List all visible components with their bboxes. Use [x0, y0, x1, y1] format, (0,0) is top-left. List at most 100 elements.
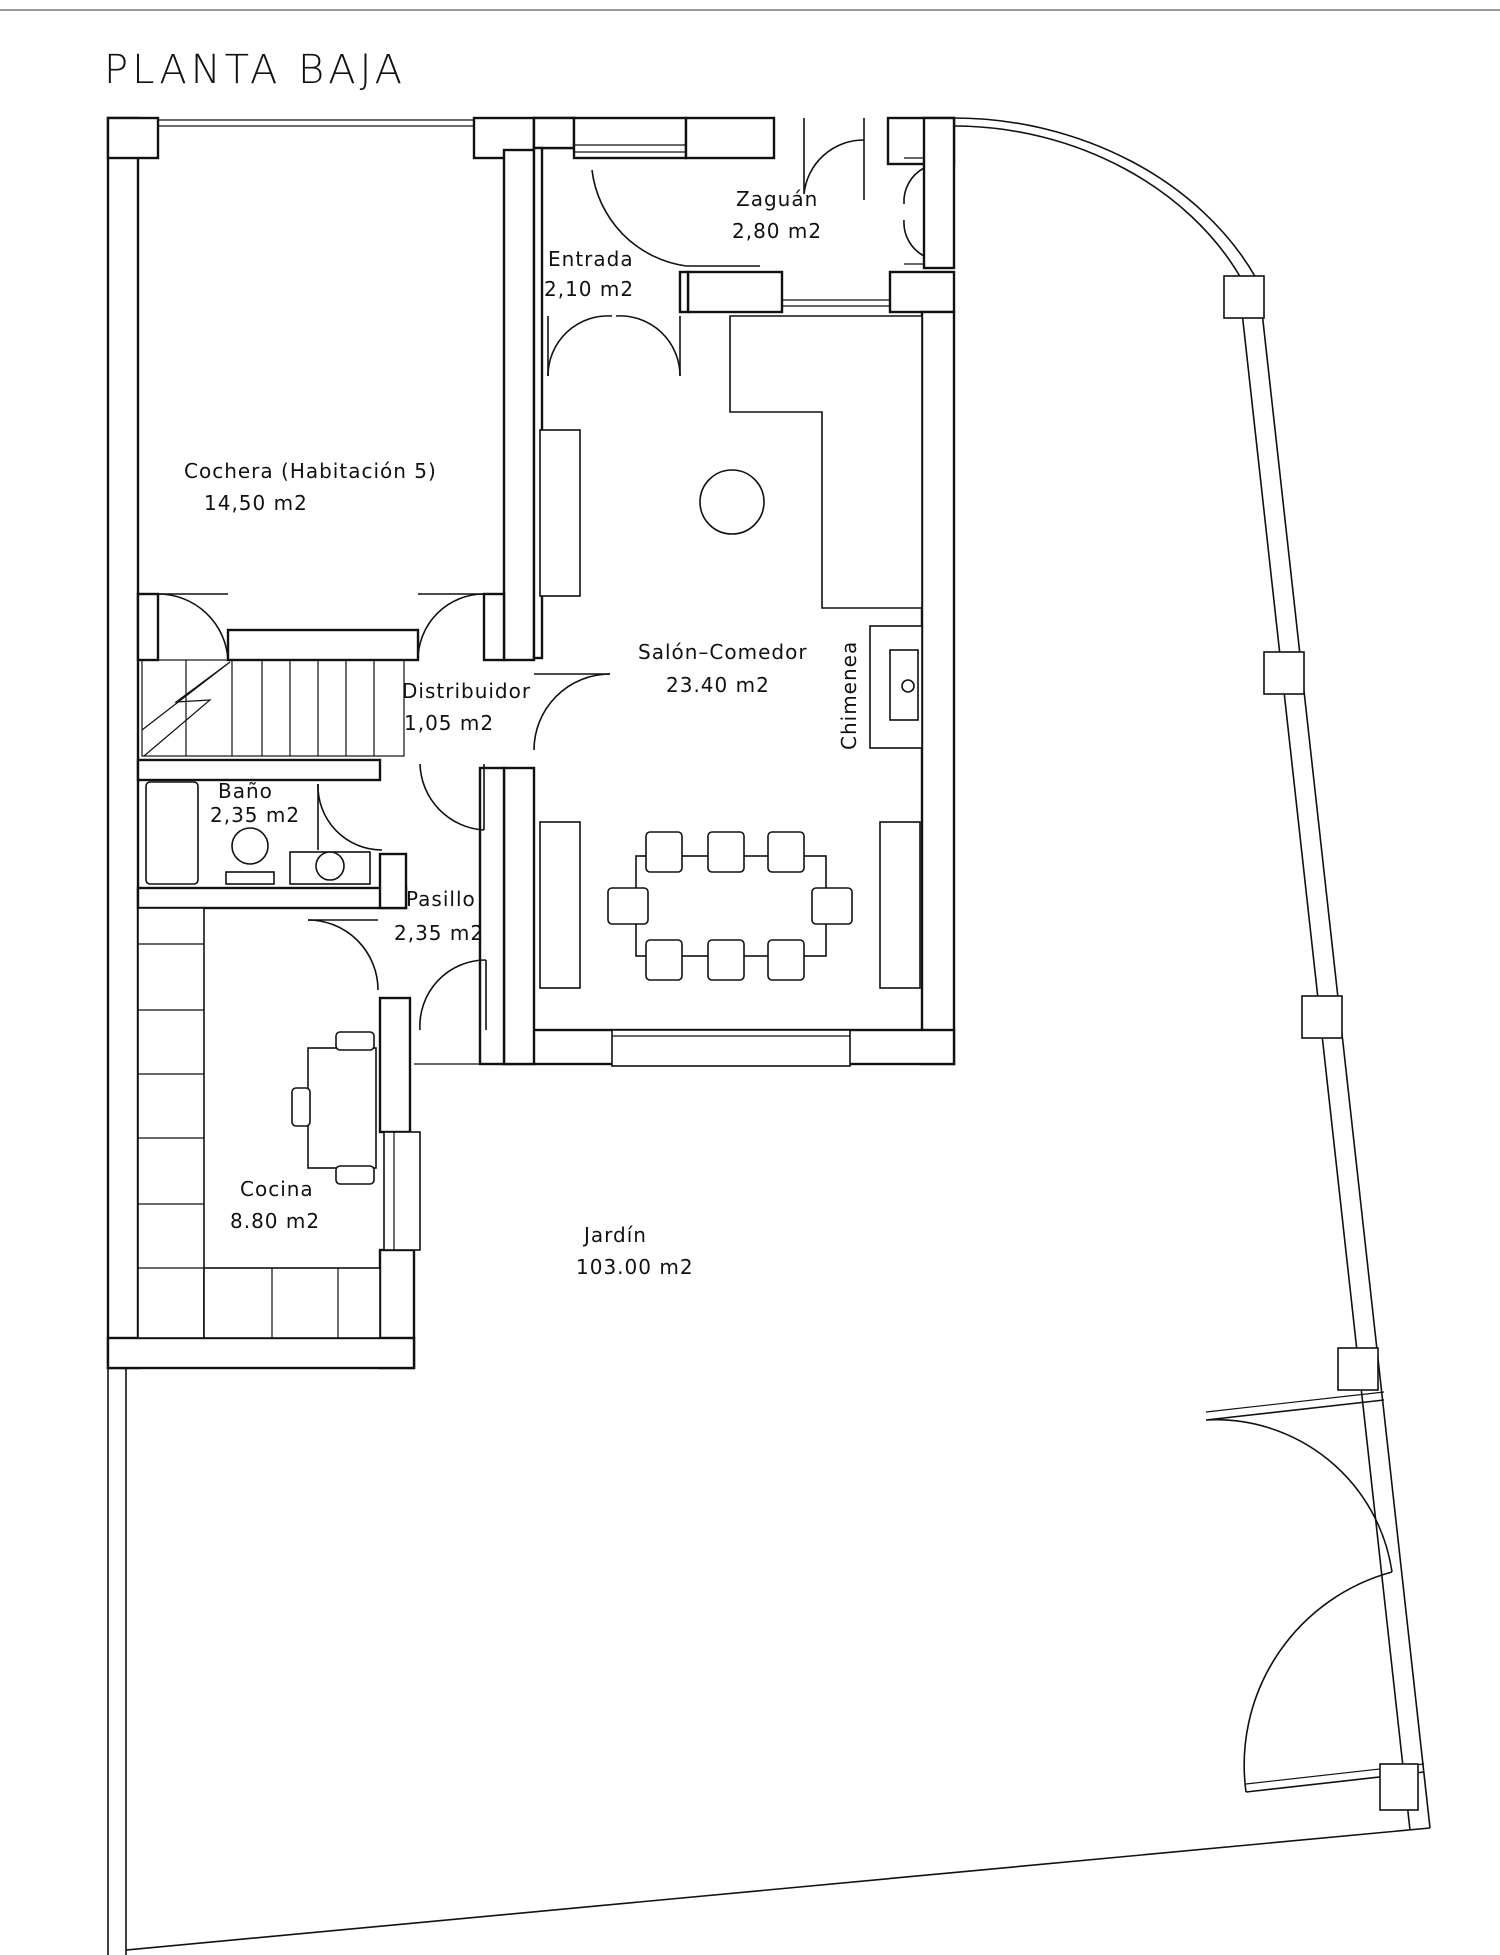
chair — [645, 831, 683, 873]
wall-cochera-right — [502, 148, 536, 662]
room-labels: Zaguán 2,80 m2 Entrada 2,10 m2 Cochera (… — [184, 187, 861, 1279]
chair — [767, 939, 805, 981]
stair-block — [141, 659, 405, 757]
label-zaguan: Zaguán — [736, 187, 818, 211]
garden-right-boundary — [1261, 311, 1431, 1829]
label-jardin: Jardín — [582, 1223, 647, 1247]
chair — [607, 887, 649, 925]
label-bano: Baño — [218, 779, 273, 803]
label-entrada: Entrada — [548, 247, 634, 271]
area-zaguan: 2,80 m2 — [732, 219, 822, 243]
sideboard-left-upper — [539, 429, 581, 597]
area-cochera: 14,50 m2 — [204, 491, 308, 515]
coffee-table — [699, 469, 765, 535]
area-pasillo: 2,35 m2 — [394, 921, 484, 945]
area-cocina: 8.80 m2 — [230, 1209, 320, 1233]
wall-cochera-bottom — [226, 628, 420, 662]
wall-cochera-top — [106, 116, 160, 160]
label-cochera: Cochera (Habitación 5) — [184, 459, 437, 483]
wall-entrada-right — [678, 270, 690, 314]
wall-cochera-bottom-right — [482, 592, 506, 662]
salon-furniture — [539, 315, 923, 989]
wall-top-entrada — [532, 116, 576, 150]
zaguan-side-door-2 — [903, 219, 925, 257]
chair — [811, 887, 853, 925]
kitchen-chair — [291, 1087, 311, 1127]
pasillo-door-garden — [419, 959, 487, 1031]
chair — [645, 939, 683, 981]
sideboard-right-lower — [879, 821, 921, 989]
garden-corner-arc — [953, 117, 1257, 279]
kitchen-counter-left — [137, 907, 205, 1339]
cocina-window — [383, 1131, 421, 1251]
wall-bano-bottom — [136, 886, 408, 910]
cochera-door-left — [157, 593, 229, 661]
wall-top-zaguan — [684, 116, 776, 160]
distribuidor-door — [533, 673, 611, 751]
entrada-double-door — [547, 315, 681, 377]
toilet-tank — [225, 871, 275, 885]
garden-gate-lower — [1243, 1571, 1425, 1793]
pasillo-door-cocina — [307, 919, 379, 991]
kitchen-fixtures — [137, 907, 381, 1339]
wall-zaguan-bottom-right — [888, 270, 956, 314]
wall-zaguan-right — [922, 116, 956, 270]
cochera-door-right — [417, 593, 485, 661]
wall-cochera-bottom-left — [136, 592, 160, 662]
garden-right-boundary-2 — [1241, 311, 1411, 1831]
bathroom-fixtures — [145, 781, 383, 885]
label-salon: Salón–Comedor — [638, 640, 808, 664]
garden-bottom-boundary — [125, 1827, 1431, 1951]
wall-zaguan-bottom-left — [686, 270, 784, 314]
kitchen-counter-bottom — [203, 1267, 381, 1339]
sofa-l-shape — [729, 315, 923, 609]
kitchen-chair — [335, 1031, 375, 1051]
fence-post — [1223, 275, 1265, 319]
kitchen-chair — [335, 1165, 375, 1185]
area-salon: 23.40 m2 — [666, 673, 770, 697]
sideboard-left-lower — [539, 821, 581, 989]
garden-boundary — [107, 117, 1431, 1955]
wall-top-window-left — [572, 116, 688, 160]
toilet — [231, 827, 269, 865]
area-jardin: 103.00 m2 — [576, 1255, 694, 1279]
wall-cocina-right — [378, 996, 412, 1134]
garden-gate-upper — [1205, 1399, 1393, 1573]
kitchen-table — [307, 1047, 377, 1169]
wall-pasillo-right — [478, 766, 506, 1066]
zaguan-door-arc — [803, 118, 865, 195]
chair — [767, 831, 805, 873]
fireplace-vent — [901, 679, 915, 693]
area-entrada: 2,10 m2 — [544, 277, 634, 301]
wall-bano-right — [378, 852, 408, 910]
wall-salon-left-lower — [502, 766, 536, 1066]
label-cocina: Cocina — [240, 1177, 314, 1201]
chair — [707, 939, 745, 981]
label-chimenea: Chimenea — [837, 641, 861, 750]
chair — [707, 831, 745, 873]
bathtub — [145, 781, 199, 885]
stair-break-line — [141, 661, 231, 757]
wall-salon-right — [920, 310, 956, 1066]
bano-door — [317, 783, 383, 851]
area-bano: 2,35 m2 — [210, 803, 300, 827]
fence-post — [1301, 995, 1343, 1039]
walls — [106, 116, 956, 1370]
label-pasillo: Pasillo — [406, 887, 476, 911]
fence-post — [1263, 651, 1305, 695]
plan-title: PLANTA BAJA — [104, 47, 406, 93]
zaguan-doors — [803, 118, 925, 265]
wall-cocina-bottom — [106, 1336, 416, 1370]
dining-chairs — [607, 831, 853, 981]
label-distribuidor: Distribuidor — [402, 679, 531, 703]
wall-bano-top — [136, 758, 382, 782]
distribuidor-door-down — [419, 763, 485, 831]
sink — [315, 851, 345, 881]
fence-post — [1337, 1347, 1379, 1391]
gate-post — [1379, 1763, 1419, 1811]
wall-salon-left-upper — [532, 146, 544, 660]
area-distribuidor: 1,05 m2 — [404, 711, 494, 735]
entrada-door-arc — [591, 169, 687, 267]
wall-left-outer — [106, 116, 140, 1370]
